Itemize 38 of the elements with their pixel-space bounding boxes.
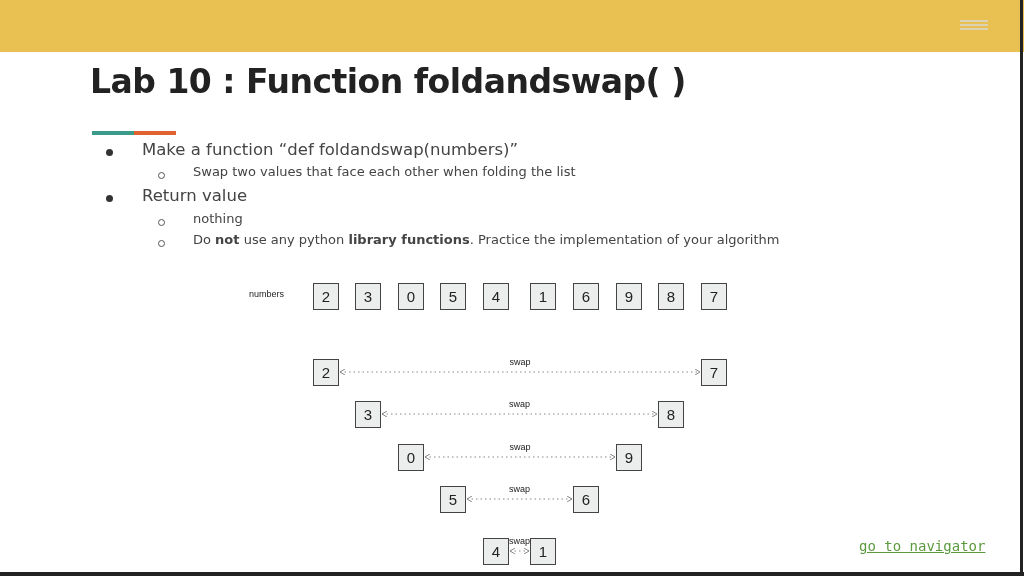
array-cell: 6 — [573, 485, 599, 513]
bullet-text: Do not use any python library functions. Practice the implementation of your algorithm — [193, 232, 780, 247]
array-cell: 1 — [530, 537, 556, 565]
edge-label: swap — [508, 399, 531, 409]
navigator-link: go to navigator — [859, 538, 986, 554]
array-cell: 4 — [483, 537, 509, 565]
slide-title: Lab 10 : Function foldandswap( ) — [90, 62, 686, 101]
array-cell: 5 — [440, 282, 466, 310]
array-label: numbers — [249, 289, 284, 299]
array-cell: 3 — [355, 282, 381, 310]
array-cell: 9 — [616, 282, 642, 310]
array-cell: 5 — [440, 485, 466, 513]
swap-arrow — [424, 453, 616, 461]
array-cell: 9 — [616, 443, 642, 471]
edge-label: swap — [508, 484, 531, 494]
array-cell: 2 — [313, 358, 339, 386]
bullet-text: nothing — [193, 211, 243, 226]
swap-arrow — [466, 495, 573, 503]
array-cell: 8 — [658, 282, 684, 310]
bullet-text: Make a function “def foldandswap(numbers)” — [142, 140, 519, 159]
array-cell: 1 — [530, 282, 556, 310]
swap-arrow — [509, 547, 530, 555]
bullet-text: Return value — [142, 186, 248, 205]
array-cell: 8 — [658, 400, 684, 428]
edge-label: swap — [508, 357, 532, 367]
array-cell: 4 — [483, 282, 509, 310]
swap-arrow — [381, 410, 658, 418]
bullet-text: Swap two values that face each other when folding the list — [193, 164, 576, 179]
array-cell: 7 — [701, 358, 727, 386]
array-cell: 0 — [398, 443, 424, 471]
array-cell: 6 — [573, 282, 599, 310]
array-cell: 2 — [313, 282, 339, 310]
edge-label: swap — [508, 442, 532, 452]
array-cell: 3 — [355, 400, 381, 428]
array-cell: 7 — [701, 282, 727, 310]
swap-arrow — [339, 368, 701, 376]
edge-label: swap — [508, 536, 531, 546]
array-cell: 0 — [398, 282, 424, 310]
